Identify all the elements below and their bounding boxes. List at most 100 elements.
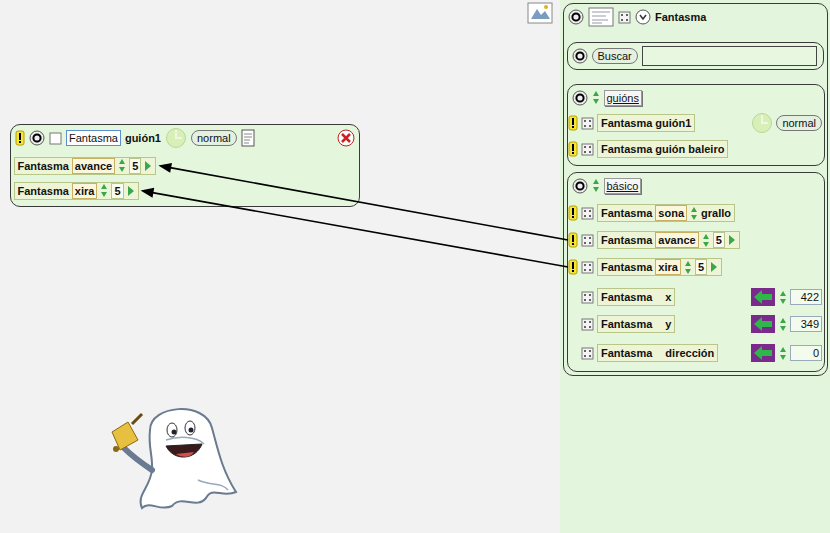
phrase-tile: Fantasmaguión1 — [597, 114, 695, 132]
phrase-tile: Fantasmasonagrallo — [597, 204, 735, 222]
category-arrows — [592, 178, 600, 193]
tile-button-svg — [581, 117, 594, 130]
tile-button — [581, 143, 594, 156]
assignment-arrow-svg — [750, 287, 776, 307]
run-once-button — [568, 205, 578, 221]
player-name: Fantasma — [18, 184, 69, 198]
phrase-tile: Fantasmaguión baleiro — [597, 140, 728, 158]
value-arrows — [702, 233, 710, 248]
category-pane: básicoFantasmasonagralloFantasmaavance5F… — [567, 172, 825, 372]
player-name: Fantasma — [601, 290, 652, 304]
menu-button — [572, 90, 588, 106]
close-button — [337, 129, 355, 147]
checkbox-svg — [49, 132, 62, 145]
ticking-clock-svg — [751, 112, 773, 134]
value-arrows — [684, 260, 692, 275]
tile-button — [581, 291, 594, 304]
tile-button — [618, 11, 631, 24]
command-tile: Fantasmaavance5 — [14, 157, 157, 175]
category-pane: guiónsFantasmaguión1normalFantasmaguión … — [567, 84, 825, 166]
viewer-row: Fantasmaxira5 — [568, 257, 822, 277]
argument-value: 5 — [713, 232, 725, 248]
player-name: Fantasma — [18, 159, 69, 173]
ghost-illustration — [112, 409, 236, 508]
assignment-arrow — [750, 287, 776, 307]
player-name: Fantasma — [601, 206, 652, 220]
run-once-button-svg — [568, 259, 578, 275]
sound-name: grallo — [701, 206, 731, 220]
variable-value: 422 — [790, 289, 822, 305]
run-once-button — [568, 141, 578, 157]
panel-header: Fantasma — [564, 4, 827, 30]
panel-header: básico — [568, 173, 824, 199]
command-name: xira — [655, 259, 681, 275]
value-arrows-svg — [779, 317, 787, 332]
phrase-tile: Fantasmaavance 5 — [597, 231, 740, 249]
menu-button — [572, 178, 588, 194]
viewer-row: Fantasmaguión baleiro — [568, 139, 822, 159]
panel-header: guións — [568, 85, 824, 111]
close-button-svg — [337, 129, 355, 147]
player-menu-button-svg — [635, 9, 651, 25]
player-menu-button — [635, 9, 651, 25]
command-tile: Fantasmaxira 5 — [14, 182, 139, 200]
play-triangle — [144, 160, 152, 172]
menu-button — [568, 9, 584, 25]
argument-value: 5 — [111, 183, 123, 199]
menu-button-svg — [29, 130, 45, 146]
run-once-button — [568, 115, 578, 131]
textual-view-button-svg — [241, 129, 255, 147]
tile-button — [581, 117, 594, 130]
menu-button — [29, 130, 45, 146]
run-once-button — [568, 259, 578, 275]
phrase-tile: Fantasmax — [597, 288, 675, 306]
menu-button-svg — [568, 9, 584, 25]
player-name: Fantasma — [655, 10, 706, 24]
search-pane: Buscar — [567, 42, 824, 70]
command-name: xira — [72, 183, 98, 199]
player-thumbnail-svg — [588, 7, 614, 27]
status-button: normal — [191, 130, 237, 146]
value-arrows-svg — [779, 346, 787, 361]
phrase-tile: Fantasmaxira5 — [597, 258, 722, 276]
variable-name: dirección — [665, 346, 714, 360]
status-button: normal — [776, 115, 822, 131]
flap-icon — [528, 3, 552, 23]
viewer-panel: FantasmaBuscarguiónsFantasmaguión1normal… — [563, 3, 828, 376]
viewer-row: Fantasmadirección0 — [568, 342, 822, 364]
play-triangle — [710, 261, 718, 273]
tile-button-svg — [581, 234, 594, 247]
command-name: avance — [655, 232, 698, 248]
variable-value: 0 — [790, 345, 822, 361]
tile-button-svg — [581, 291, 594, 304]
value-arrows — [779, 346, 787, 361]
assignment-arrow-svg — [750, 314, 776, 334]
search-button: Buscar — [592, 48, 638, 64]
run-once-button — [568, 232, 578, 248]
run-once-button-svg — [568, 205, 578, 221]
viewer-row: Fantasmaavance 5 — [568, 230, 822, 250]
viewer-row: Fantasmax 422 — [568, 286, 822, 308]
player-name: Fantasma — [601, 116, 652, 130]
ticking-clock — [751, 112, 773, 134]
script-name: guión1 — [125, 131, 161, 145]
play-triangle-svg — [144, 160, 152, 172]
play-triangle-svg — [728, 234, 736, 246]
category-arrows-svg — [592, 90, 600, 105]
play-triangle-svg — [127, 185, 135, 197]
player-name: Fantasma — [601, 260, 652, 274]
tile-button — [581, 234, 594, 247]
tile-button-svg — [581, 318, 594, 331]
player-name: Fantasma — [601, 142, 652, 156]
ticking-clock-svg — [165, 127, 187, 149]
assignment-arrow — [750, 343, 776, 363]
play-triangle — [127, 185, 135, 197]
tile-button — [581, 261, 594, 274]
script-name: guión baleiro — [655, 142, 724, 156]
value-arrows — [779, 317, 787, 332]
player-name: Fantasma — [601, 233, 652, 247]
variable-name: y — [665, 317, 671, 331]
category-arrows-svg — [592, 178, 600, 193]
category-name: guións — [604, 90, 642, 106]
